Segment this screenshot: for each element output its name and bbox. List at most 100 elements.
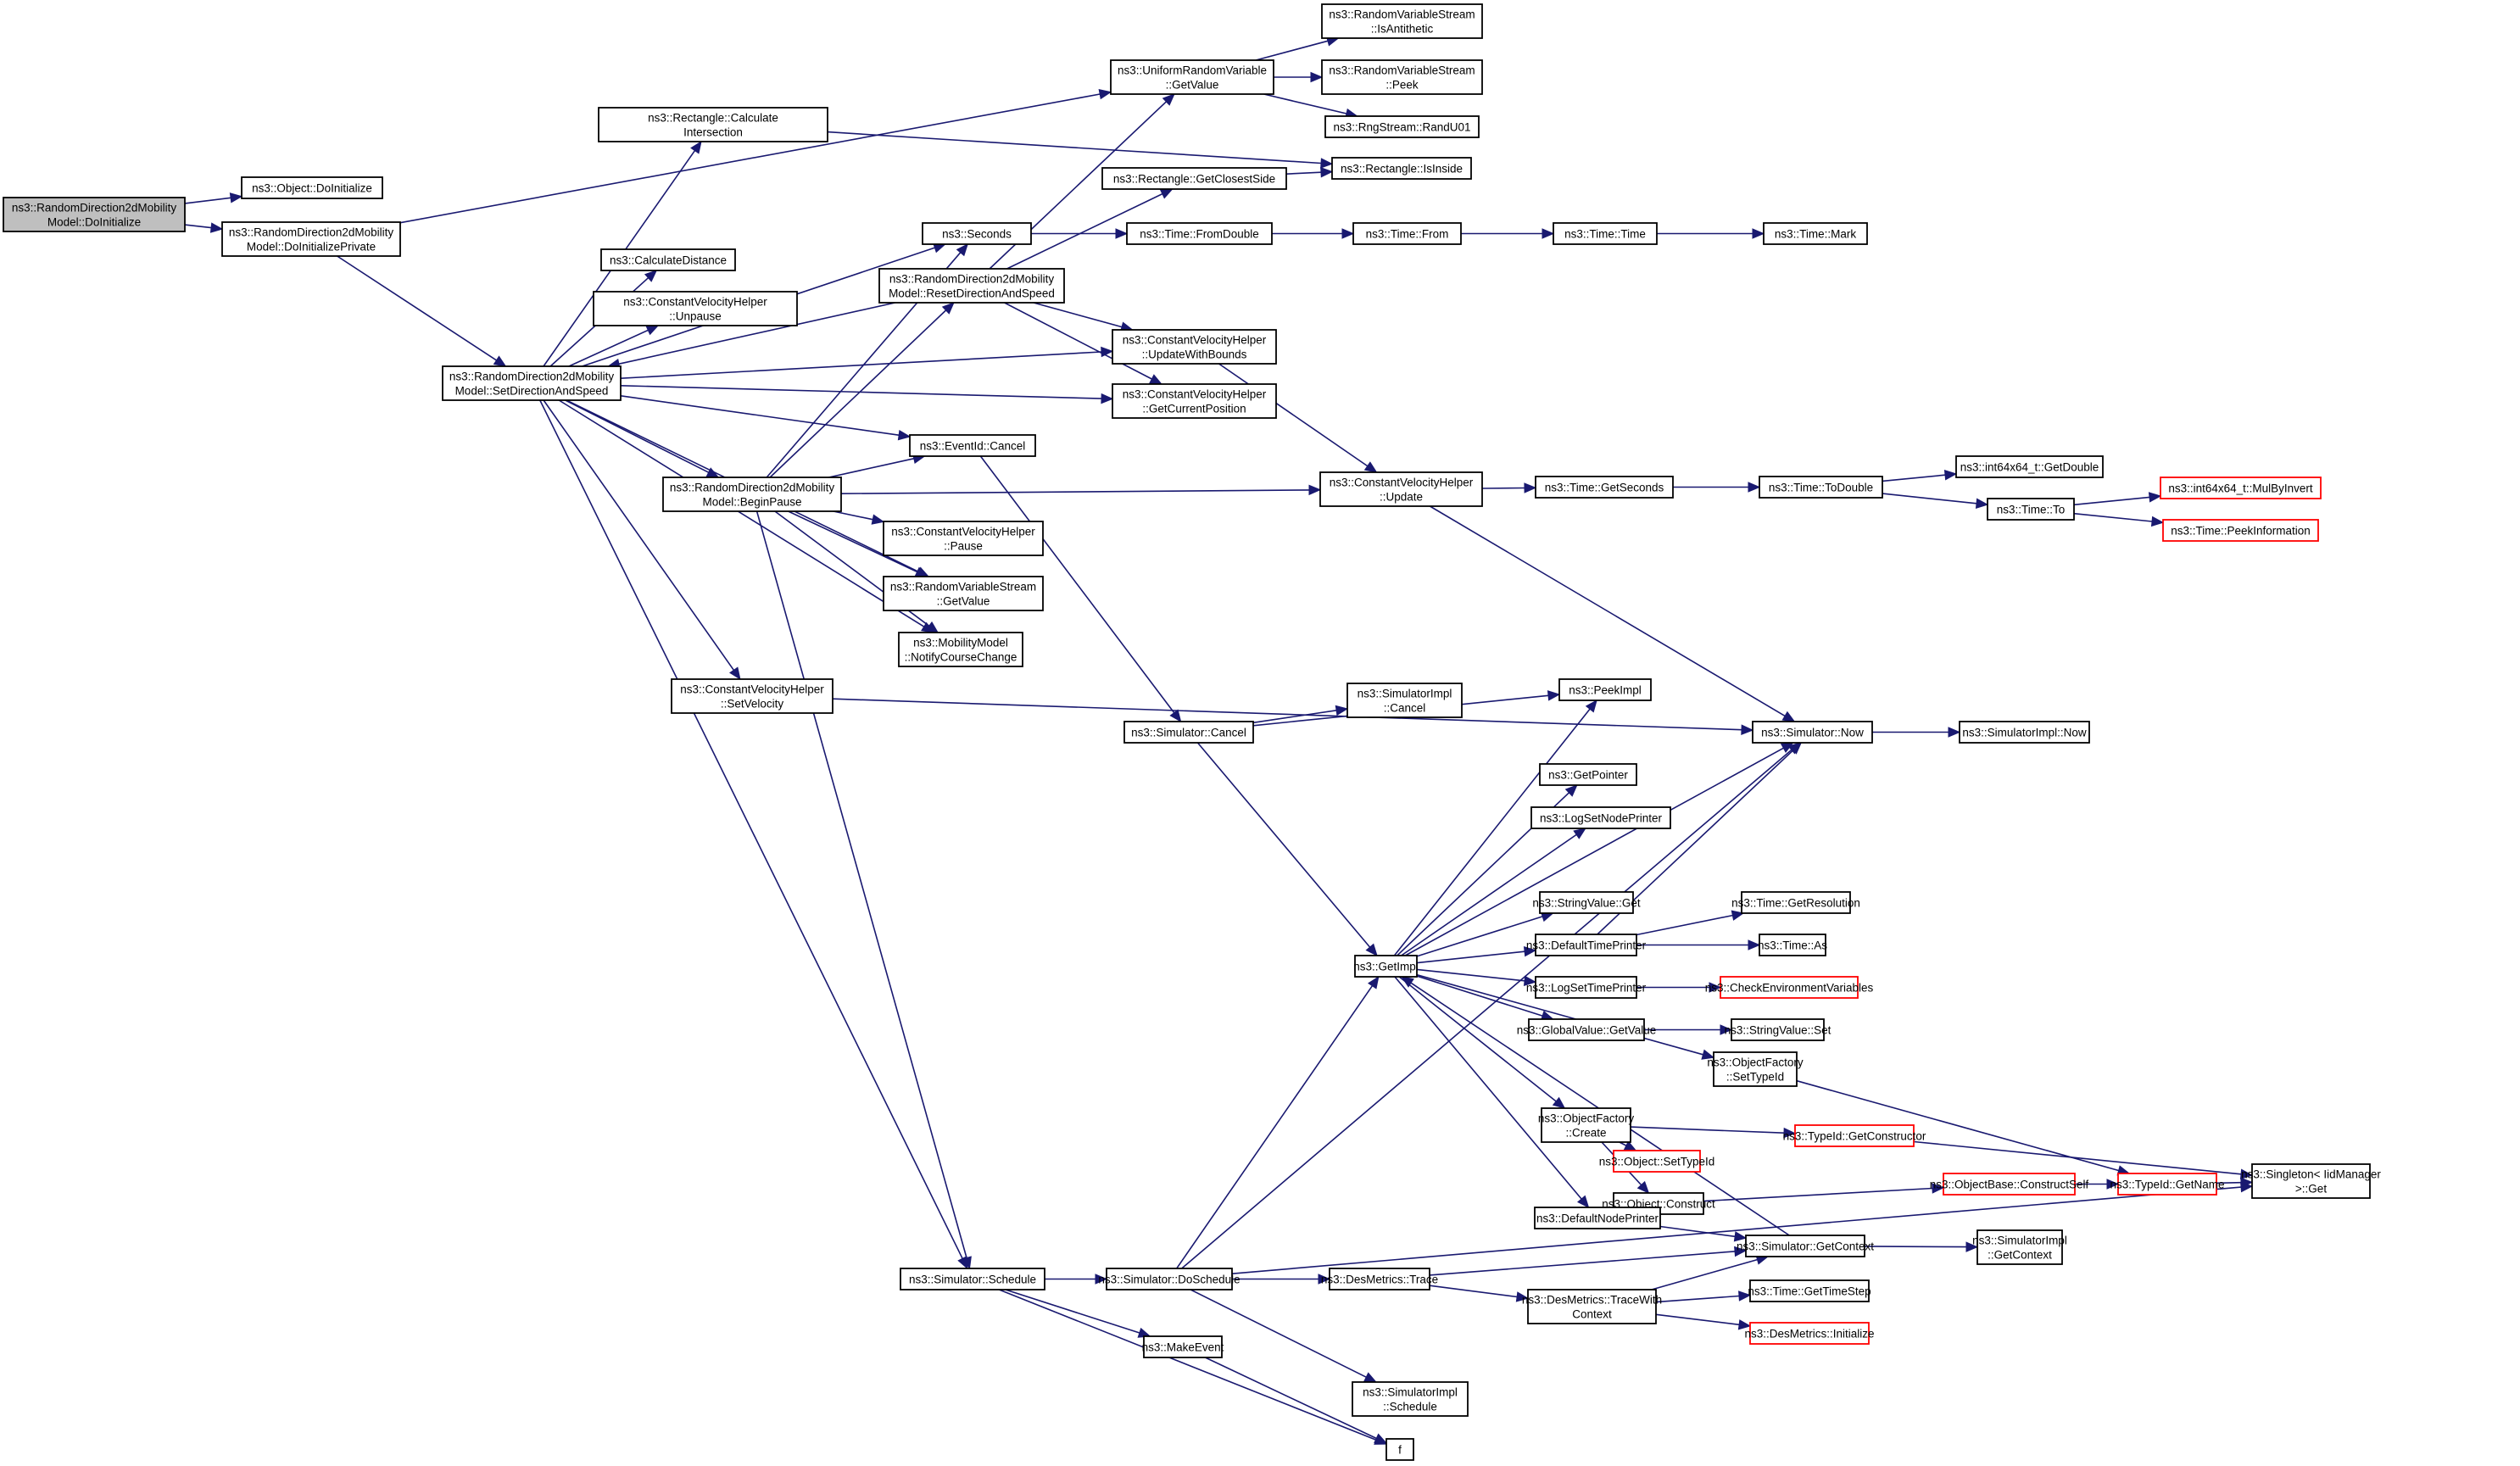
graph-node-getSec[interactable]: ns3::Time::GetSeconds	[1535, 476, 1674, 499]
graph-node-desTrace[interactable]: ns3::DesMetrics::Trace	[1321, 1268, 1438, 1290]
node-box	[1720, 976, 1859, 999]
graph-node-notify[interactable]: ns3::MobilityModel::NotifyCourseChange	[898, 632, 1023, 667]
edge-line	[1655, 1295, 1740, 1303]
graph-node-getDouble[interactable]: ns3::int64x64_t::GetDouble	[1955, 455, 2104, 478]
graph-node-rvsGet[interactable]: ns3::RandomVariableStream::GetValue	[883, 576, 1044, 611]
graph-node-objConstruct[interactable]: ns3::Object::Construct	[1602, 1192, 1715, 1215]
graph-node-schedule[interactable]: ns3::Simulator::Schedule	[900, 1268, 1045, 1290]
node-label: ::GetContext	[1988, 1249, 2052, 1262]
node-box	[1976, 1229, 2063, 1265]
node-label: Model::SetDirectionAndSpeed	[455, 385, 609, 398]
edge-root-to-objDoInit	[184, 192, 243, 204]
graph-node-timeFrom[interactable]: ns3::Time::From	[1352, 222, 1462, 245]
graph-node-strSet[interactable]: ns3::StringValue::Set	[1725, 1018, 1831, 1041]
edge-line	[1882, 474, 1946, 482]
graph-node-setDir[interactable]: ns3::RandomDirection2dMobilityModel::Set…	[442, 365, 622, 401]
edge-line	[1882, 493, 1977, 504]
graph-node-calcDist[interactable]: ns3::CalculateDistance	[600, 248, 736, 271]
graph-node-timeMark[interactable]: ns3::Time::Mark	[1763, 222, 1868, 245]
graph-node-closest[interactable]: ns3::Rectangle::GetClosestSide	[1101, 167, 1287, 190]
edge-setDir-to-notify	[558, 399, 934, 633]
graph-node-implCancel[interactable]: ns3::SimulatorImpl::Cancel	[1346, 683, 1463, 718]
edge-line	[1004, 302, 1152, 380]
graph-node-objSetType[interactable]: ns3::Object::SetTypeId	[1599, 1150, 1715, 1173]
graph-node-f[interactable]: f	[1385, 1438, 1414, 1461]
graph-node-defTime[interactable]: ns3::DefaultTimePrinter	[1526, 934, 1647, 956]
graph-node-timeTo[interactable]: ns3::Time::To	[1987, 498, 2075, 521]
node-label: ns3::TypeId::GetName	[2110, 1179, 2224, 1191]
graph-node-logTime[interactable]: ns3::LogSetTimePrinter	[1526, 976, 1647, 999]
arrowhead-icon	[1363, 461, 1378, 473]
graph-node-doInitPriv[interactable]: ns3::RandomDirection2dMobilityModel::DoI…	[221, 221, 401, 257]
graph-node-doSchedule[interactable]: ns3::Simulator::DoSchedule	[1098, 1268, 1240, 1290]
graph-node-implNow[interactable]: ns3::SimulatorImpl::Now	[1959, 721, 2090, 744]
graph-node-ofSetType[interactable]: ns3::ObjectFactory::SetTypeId	[1707, 1051, 1804, 1087]
graph-node-strGet[interactable]: ns3::StringValue::Get	[1532, 891, 1641, 914]
graph-node-gvGet[interactable]: ns3::GlobalValue::GetValue	[1517, 1018, 1657, 1041]
node-label: ns3::RandomDirection2dMobility	[229, 226, 394, 239]
graph-node-toDouble[interactable]: ns3::Time::ToDouble	[1759, 476, 1883, 499]
graph-node-isInside[interactable]: ns3::Rectangle::IsInside	[1331, 157, 1472, 180]
graph-node-getCtx[interactable]: ns3::Simulator::GetContext	[1737, 1235, 1874, 1257]
graph-node-uniGet[interactable]: ns3::UniformRandomVariable::GetValue	[1110, 59, 1274, 95]
graph-node-timeStep[interactable]: ns3::Time::GetTimeStep	[1748, 1279, 1871, 1302]
graph-node-isAnti[interactable]: ns3::RandomVariableStream::IsAntithetic	[1321, 3, 1483, 39]
graph-node-mulBy[interactable]: ns3::int64x64_t::MulByInvert	[2160, 477, 2322, 499]
graph-node-evCancel[interactable]: ns3::EventId::Cancel	[909, 434, 1036, 457]
graph-node-peekInfo[interactable]: ns3::Time::PeekInformation	[2162, 519, 2319, 542]
edge-setVel-to-simNow	[832, 698, 1754, 735]
node-box	[1955, 455, 2104, 478]
graph-node-simNow[interactable]: ns3::Simulator::Now	[1752, 721, 1873, 744]
graph-node-root[interactable]: ns3::RandomDirection2dMobilityModel::DoI…	[3, 197, 186, 232]
graph-node-timeAs[interactable]: ns3::Time::As	[1758, 934, 1827, 956]
graph-node-ofCreate[interactable]: ns3::ObjectFactory::Create	[1538, 1107, 1635, 1143]
edge-setDir-to-curPos	[620, 385, 1114, 404]
graph-node-seconds[interactable]: ns3::Seconds	[922, 222, 1032, 245]
graph-node-simCancel[interactable]: ns3::Simulator::Cancel	[1123, 721, 1254, 744]
edge-doSchedule-to-getImpl	[1176, 975, 1380, 1269]
graph-node-getImpl[interactable]: ns3::GetImpl	[1353, 955, 1419, 978]
graph-node-timeTime[interactable]: ns3::Time::Time	[1553, 222, 1658, 245]
graph-node-beginPause[interactable]: ns3::RandomDirection2dMobilityModel::Beg…	[662, 477, 842, 512]
graph-node-curPos[interactable]: ns3::ConstantVelocityHelper::GetCurrentP…	[1112, 383, 1277, 419]
node-label: ::Pause	[944, 540, 983, 553]
graph-node-constructSelf[interactable]: ns3::ObjectBase::ConstructSelf	[1930, 1173, 2089, 1196]
edge-doSchedule-to-singleton	[1231, 1181, 2254, 1274]
arrowhead-icon	[1095, 1274, 1108, 1285]
arrowhead-icon	[1515, 1291, 1530, 1302]
edge-ofCreate-to-getCtor	[1630, 1126, 1797, 1139]
graph-node-desInit[interactable]: ns3::DesMetrics::Initialize	[1744, 1322, 1875, 1345]
graph-node-fromDouble[interactable]: ns3::Time::FromDouble	[1126, 222, 1273, 245]
arrowhead-icon	[1310, 71, 1324, 83]
node-box	[1794, 1124, 1915, 1147]
graph-node-objDoInit[interactable]: ns3::Object::DoInitialize	[241, 176, 383, 199]
graph-node-randU01[interactable]: ns3::RngStream::RandU01	[1324, 115, 1480, 138]
graph-node-singleton[interactable]: ns3::Singleton< IidManager>::Get	[2241, 1163, 2381, 1199]
graph-node-getRes[interactable]: ns3::Time::GetResolution	[1731, 891, 1860, 914]
node-label: ::SetVelocity	[721, 698, 784, 711]
graph-node-getCtor[interactable]: ns3::TypeId::GetConstructor	[1783, 1124, 1926, 1147]
graph-node-update[interactable]: ns3::ConstantVelocityHelper::Update	[1319, 471, 1483, 507]
graph-node-checkEnv[interactable]: ns3::CheckEnvironmentVariables	[1705, 976, 1874, 999]
graph-node-unpause[interactable]: ns3::ConstantVelocityHelper::Unpause	[593, 291, 798, 326]
arrowhead-icon	[1752, 228, 1765, 239]
graph-node-peekImpl[interactable]: ns3::PeekImpl	[1558, 678, 1652, 701]
graph-node-implSched[interactable]: ns3::SimulatorImpl::Schedule	[1352, 1381, 1469, 1417]
node-label: Model::ResetDirectionAndSpeed	[889, 287, 1055, 300]
graph-node-setVel[interactable]: ns3::ConstantVelocityHelper::SetVelocity	[671, 678, 833, 714]
graph-node-defNode[interactable]: ns3::DefaultNodePrinter	[1534, 1207, 1661, 1229]
edge-getSec-to-toDouble	[1673, 482, 1761, 493]
graph-node-getName[interactable]: ns3::TypeId::GetName	[2110, 1173, 2225, 1196]
graph-node-updBounds[interactable]: ns3::ConstantVelocityHelper::UpdateWithB…	[1112, 329, 1277, 365]
graph-node-getPointer[interactable]: ns3::GetPointer	[1539, 763, 1637, 786]
edge-line	[399, 93, 1101, 224]
graph-node-peek[interactable]: ns3::RandomVariableStream::Peek	[1321, 59, 1483, 95]
graph-node-reset[interactable]: ns3::RandomDirection2dMobilityModel::Res…	[878, 268, 1065, 304]
graph-node-makeEvent[interactable]: ns3::MakeEvent	[1142, 1335, 1224, 1358]
node-label: ns3::DesMetrics::Trace	[1321, 1274, 1438, 1286]
graph-node-logNode[interactable]: ns3::LogSetNodePrinter	[1530, 806, 1671, 829]
graph-node-implCtx[interactable]: ns3::SimulatorImpl::GetContext	[1972, 1229, 2067, 1265]
graph-node-pause[interactable]: ns3::ConstantVelocityHelper::Pause	[883, 521, 1044, 556]
